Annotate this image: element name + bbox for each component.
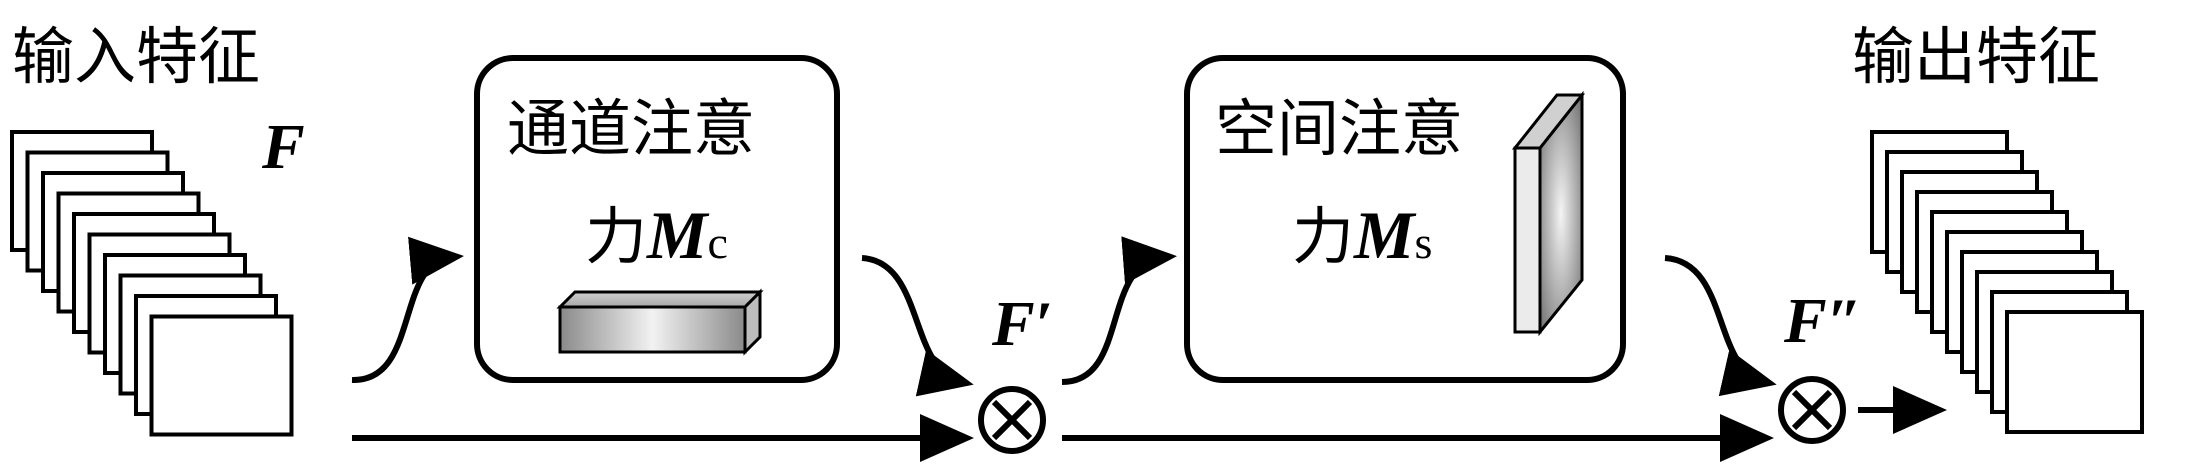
multiply-node-2	[1778, 376, 1846, 444]
channel-attention-label: 通道注意	[507, 92, 755, 165]
output-feature-stack	[1870, 130, 2144, 434]
refined-feature-symbol: F″	[1783, 285, 1862, 356]
feature-map-sheet	[149, 314, 294, 437]
intermediate-feature-symbol: F′	[991, 288, 1053, 359]
channel-attention-symbol: 力Mc	[585, 197, 728, 273]
input-to-channel-arrow	[351, 236, 464, 384]
input-feature-title: 输入特征	[12, 20, 260, 93]
feature-map-sheet	[2005, 310, 2144, 434]
output-feature-title: 输出特征	[1852, 20, 2100, 93]
spatial-to-multiply-arrow	[1664, 255, 1777, 397]
channel-to-multiply-arrow	[861, 255, 974, 397]
spatial-attention-label: 空间注意	[1215, 92, 1463, 165]
multiply-node-1	[978, 386, 1046, 454]
input-feature-stack	[10, 130, 294, 437]
spatial-attention-symbol: 力Ms	[1292, 197, 1432, 273]
multiply-to-spatial-arrow	[1061, 236, 1177, 385]
input-feature-symbol: F	[261, 111, 305, 182]
channel-attention-bar-icon	[556, 288, 764, 356]
spatial-attention-slab-icon	[1511, 90, 1586, 337]
